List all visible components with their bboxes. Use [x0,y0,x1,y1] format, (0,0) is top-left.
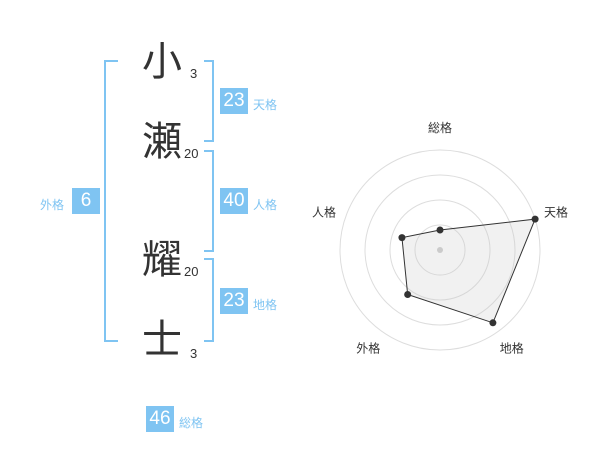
radar-point-5 [398,234,406,242]
name-char-1: 小 [142,39,182,85]
jinkaku-label: 人格 [253,198,278,212]
radar-axis-label: 外格 [356,341,380,356]
chikaku-value: 23 [220,288,248,314]
radar-point-4 [404,290,412,298]
radar-axis-label: 地格 [500,341,524,356]
stroke-count-2: 20 [184,146,199,161]
stroke-count-3: 20 [184,264,199,279]
jinkaku-value: 40 [220,188,248,214]
gaikaku-label: 外格 [40,198,65,212]
gaikaku-bracket [104,60,118,342]
radar-axis-label: 人格 [312,204,336,219]
name-char-2: 瀬 [142,119,182,165]
radar-axis-label: 総格 [428,120,452,135]
stroke-count-4: 3 [190,346,198,361]
chikaku-bracket [204,258,214,342]
tenkaku-label: 天格 [253,98,278,112]
radar-center [437,247,443,253]
radar-point-3 [489,319,497,327]
soukaku-value: 46 [146,406,174,432]
tenkaku-value: 23 [220,88,248,114]
jinkaku-bracket [204,150,214,252]
chikaku-label: 地格 [253,298,278,312]
radar-point-2 [531,215,539,223]
stroke-count-1: 3 [190,66,198,81]
radar-axis-label: 天格 [544,204,568,219]
soukaku-label: 総格 [179,416,204,430]
gaikaku-value: 6 [72,188,100,214]
name-char-4: 士 [142,317,182,363]
radar-polygon [401,218,536,324]
name-char-3: 耀 [142,237,182,283]
radar-point-1 [436,226,444,234]
tenkaku-bracket [204,60,214,142]
